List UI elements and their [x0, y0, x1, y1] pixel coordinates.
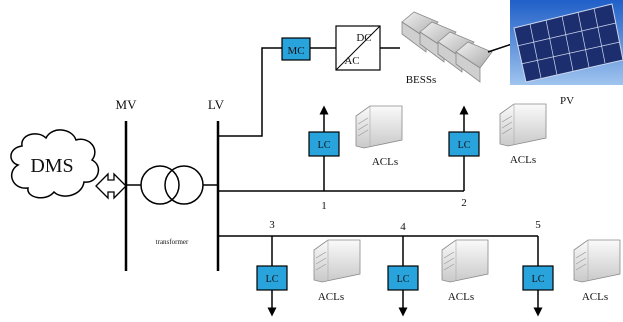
load-5: LC 5 [522, 219, 554, 317]
lc-label: LC [532, 274, 545, 285]
acl-label: ACLs [318, 291, 344, 303]
air-conditioner-icon [573, 239, 621, 283]
double-arrow-icon [95, 172, 127, 200]
solar-panel-icon [510, 0, 623, 85]
node-label: 5 [535, 219, 541, 231]
lc-box [308, 131, 340, 157]
mc-box [281, 37, 311, 61]
bess-label: BESSs [406, 74, 437, 86]
load-2: LC 2 [448, 105, 480, 209]
load-3: LC 3 [256, 219, 288, 317]
lc-label: LC [318, 140, 331, 151]
lv-label: LV [208, 97, 225, 112]
dms-cloud-icon [10, 129, 100, 199]
pv-label: PV [560, 95, 574, 107]
lc-box [448, 131, 480, 157]
acl-label: ACLs [448, 291, 474, 303]
acl-label: ACLs [510, 154, 536, 166]
lc-label: LC [458, 140, 471, 151]
ac-label: AC [344, 55, 359, 67]
lc-label: LC [266, 274, 279, 285]
lc-box [256, 265, 288, 291]
dc-ac-converter-icon [335, 25, 381, 71]
mv-label: MV [116, 97, 138, 112]
node-label: 3 [269, 219, 275, 231]
air-conditioner-icon [499, 103, 547, 147]
air-conditioner-icon [313, 239, 361, 283]
battery-storage-icon [401, 11, 493, 83]
lc-label: LC [397, 274, 410, 285]
lc-box [387, 265, 419, 291]
node-label: 1 [321, 200, 327, 212]
air-conditioner-icon [355, 105, 403, 149]
dms-label: DMS [30, 155, 73, 177]
node-label: 4 [400, 221, 406, 233]
lc-box [522, 265, 554, 291]
acl-label: ACLs [582, 291, 608, 303]
load-4: LC 4 [387, 221, 419, 317]
transformer-label: transformer [156, 238, 189, 246]
air-conditioner-icon [441, 239, 489, 283]
load-1: LC 1 [308, 105, 340, 212]
transformer-icon [140, 165, 204, 205]
node-label: 2 [461, 197, 467, 209]
mc-label: MC [287, 45, 304, 57]
acl-label: ACLs [372, 156, 398, 168]
dc-label: DC [356, 32, 371, 44]
